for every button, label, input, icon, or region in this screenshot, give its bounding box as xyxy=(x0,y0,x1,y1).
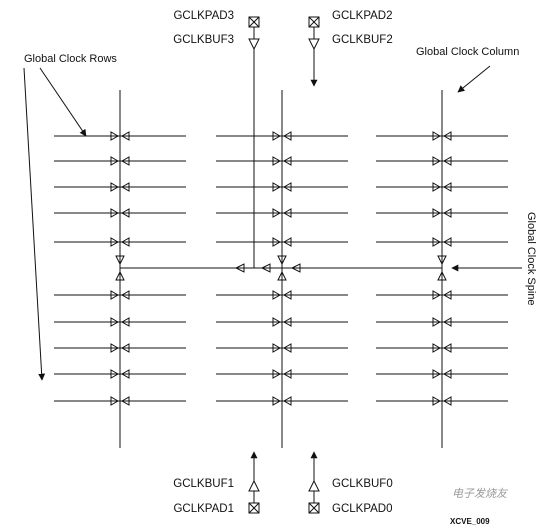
row-buffer-right xyxy=(282,343,292,353)
gclkbuf2-icon xyxy=(308,38,320,51)
row-buffer-left xyxy=(272,208,282,218)
row-buffer-right xyxy=(442,396,452,406)
row-buffer-left xyxy=(110,131,120,141)
spine-driver-buffer xyxy=(234,263,245,273)
row-buffer-left xyxy=(110,396,120,406)
row-buffer-left xyxy=(272,343,282,353)
row-buffer-left xyxy=(432,156,442,166)
row-buffer-left xyxy=(110,156,120,166)
row-buffer-right xyxy=(120,343,130,353)
row-buffer-right xyxy=(282,156,292,166)
row-buffer-right xyxy=(442,290,452,300)
row-buffer-right xyxy=(442,317,452,327)
row-buffer-right xyxy=(442,182,452,192)
row-buffer-right xyxy=(282,237,292,247)
global-clock-rows-label: Global Clock Rows xyxy=(24,53,117,65)
spine-driver-buffer xyxy=(260,263,271,273)
global-clock-spine-label: Global Clock Spine xyxy=(525,212,537,306)
row-buffer-left xyxy=(432,182,442,192)
gclkbuf2-label: GCLKBUF2 xyxy=(332,34,393,46)
gclkpad1-label: GCLKPAD1 xyxy=(173,503,234,515)
row-buffer-left xyxy=(272,396,282,406)
row-buffer-right xyxy=(120,317,130,327)
gclkbuf1-label: GCLKBUF1 xyxy=(173,478,234,490)
global-clock-column-label: Global Clock Column xyxy=(416,46,519,58)
spine-buffer-up xyxy=(277,255,287,266)
gclkbuf0-icon xyxy=(308,479,320,492)
spine-buffer-up xyxy=(437,255,447,266)
row-buffer-left xyxy=(110,208,120,218)
gclkpad3-icon xyxy=(248,16,260,28)
row-buffer-right xyxy=(120,369,130,379)
row-buffer-left xyxy=(272,131,282,141)
row-buffer-left xyxy=(432,208,442,218)
row-buffer-left xyxy=(432,131,442,141)
row-buffer-left xyxy=(272,290,282,300)
gclkpad3-label: GCLKPAD3 xyxy=(173,10,234,22)
figure-id-label: XCVE_009 xyxy=(450,517,490,526)
gclkbuf3-icon xyxy=(248,38,260,51)
row-buffer-right xyxy=(282,369,292,379)
column-leader-arrow xyxy=(457,65,491,93)
row-buffer-right xyxy=(120,290,130,300)
clock-grid xyxy=(54,90,508,448)
row-buffer-left xyxy=(432,369,442,379)
row-buffer-left xyxy=(110,343,120,353)
row-buffer-right xyxy=(442,369,452,379)
row-buffer-right xyxy=(282,131,292,141)
row-buffer-right xyxy=(442,343,452,353)
gclkbuf1-icon xyxy=(248,479,260,492)
row-buffer-right xyxy=(282,396,292,406)
spine-buffer-up xyxy=(115,255,125,266)
row-buffer-left xyxy=(110,317,120,327)
row-buffer-right xyxy=(442,208,452,218)
row-buffer-right xyxy=(120,396,130,406)
row-buffer-left xyxy=(432,317,442,327)
row-buffer-right xyxy=(442,237,452,247)
row-buffer-right xyxy=(120,208,130,218)
row-buffer-right xyxy=(282,182,292,192)
row-buffer-right xyxy=(120,131,130,141)
row-buffer-right xyxy=(282,208,292,218)
row-buffer-right xyxy=(442,156,452,166)
row-buffer-left xyxy=(272,182,282,192)
row-buffer-left xyxy=(110,369,120,379)
row-buffer-right xyxy=(442,131,452,141)
row-buffer-left xyxy=(110,290,120,300)
row-buffer-left xyxy=(272,156,282,166)
spine-buffer-down xyxy=(277,270,287,281)
gclkpad2-icon xyxy=(308,16,320,28)
row-buffer-right xyxy=(282,290,292,300)
row-buffer-right xyxy=(120,156,130,166)
row-buffer-left xyxy=(272,237,282,247)
row-buffer-left xyxy=(432,290,442,300)
clock-io-buffers xyxy=(248,16,320,514)
row-buffer-right xyxy=(282,317,292,327)
spine-buffer-down xyxy=(115,270,125,281)
row-buffer-left xyxy=(432,237,442,247)
row-buffer-right xyxy=(120,182,130,192)
gclkbuf3-label: GCLKBUF3 xyxy=(173,34,234,46)
gclkpad2-label: GCLKPAD2 xyxy=(332,10,393,22)
row-buffer-left xyxy=(110,182,120,192)
spine-driver-buffer xyxy=(290,263,301,273)
row-buffer-left xyxy=(272,317,282,327)
rows-leader-arrow-long xyxy=(23,67,46,381)
gclkbuf0-label: GCLKBUF0 xyxy=(332,478,393,490)
row-buffer-right xyxy=(120,237,130,247)
gclkpad0-icon xyxy=(308,502,320,514)
row-buffer-left xyxy=(432,396,442,406)
gclkpad1-icon xyxy=(248,502,260,514)
gclkpad0-label: GCLKPAD0 xyxy=(332,503,393,515)
row-buffer-left xyxy=(272,369,282,379)
spine-buffer-down xyxy=(437,270,447,281)
row-buffer-left xyxy=(432,343,442,353)
row-buffer-left xyxy=(110,237,120,247)
annotation-leaders xyxy=(23,65,522,381)
rows-leader-arrow xyxy=(39,67,87,137)
watermark-text: 电子发烧友 xyxy=(452,487,509,500)
